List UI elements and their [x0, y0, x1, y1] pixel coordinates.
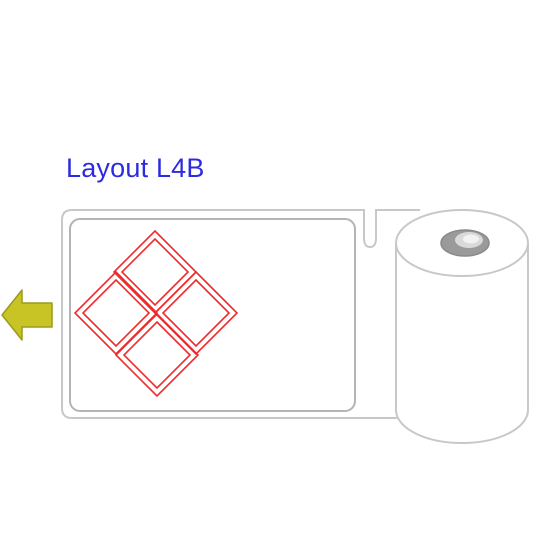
label-rectangle [69, 218, 356, 412]
layout-title: Layout L4B [66, 153, 205, 183]
arrow-left-icon [1, 289, 53, 341]
four-diamond-icon [73, 229, 239, 398]
label-liner [61, 209, 420, 419]
label-roll-icon [395, 209, 529, 444]
